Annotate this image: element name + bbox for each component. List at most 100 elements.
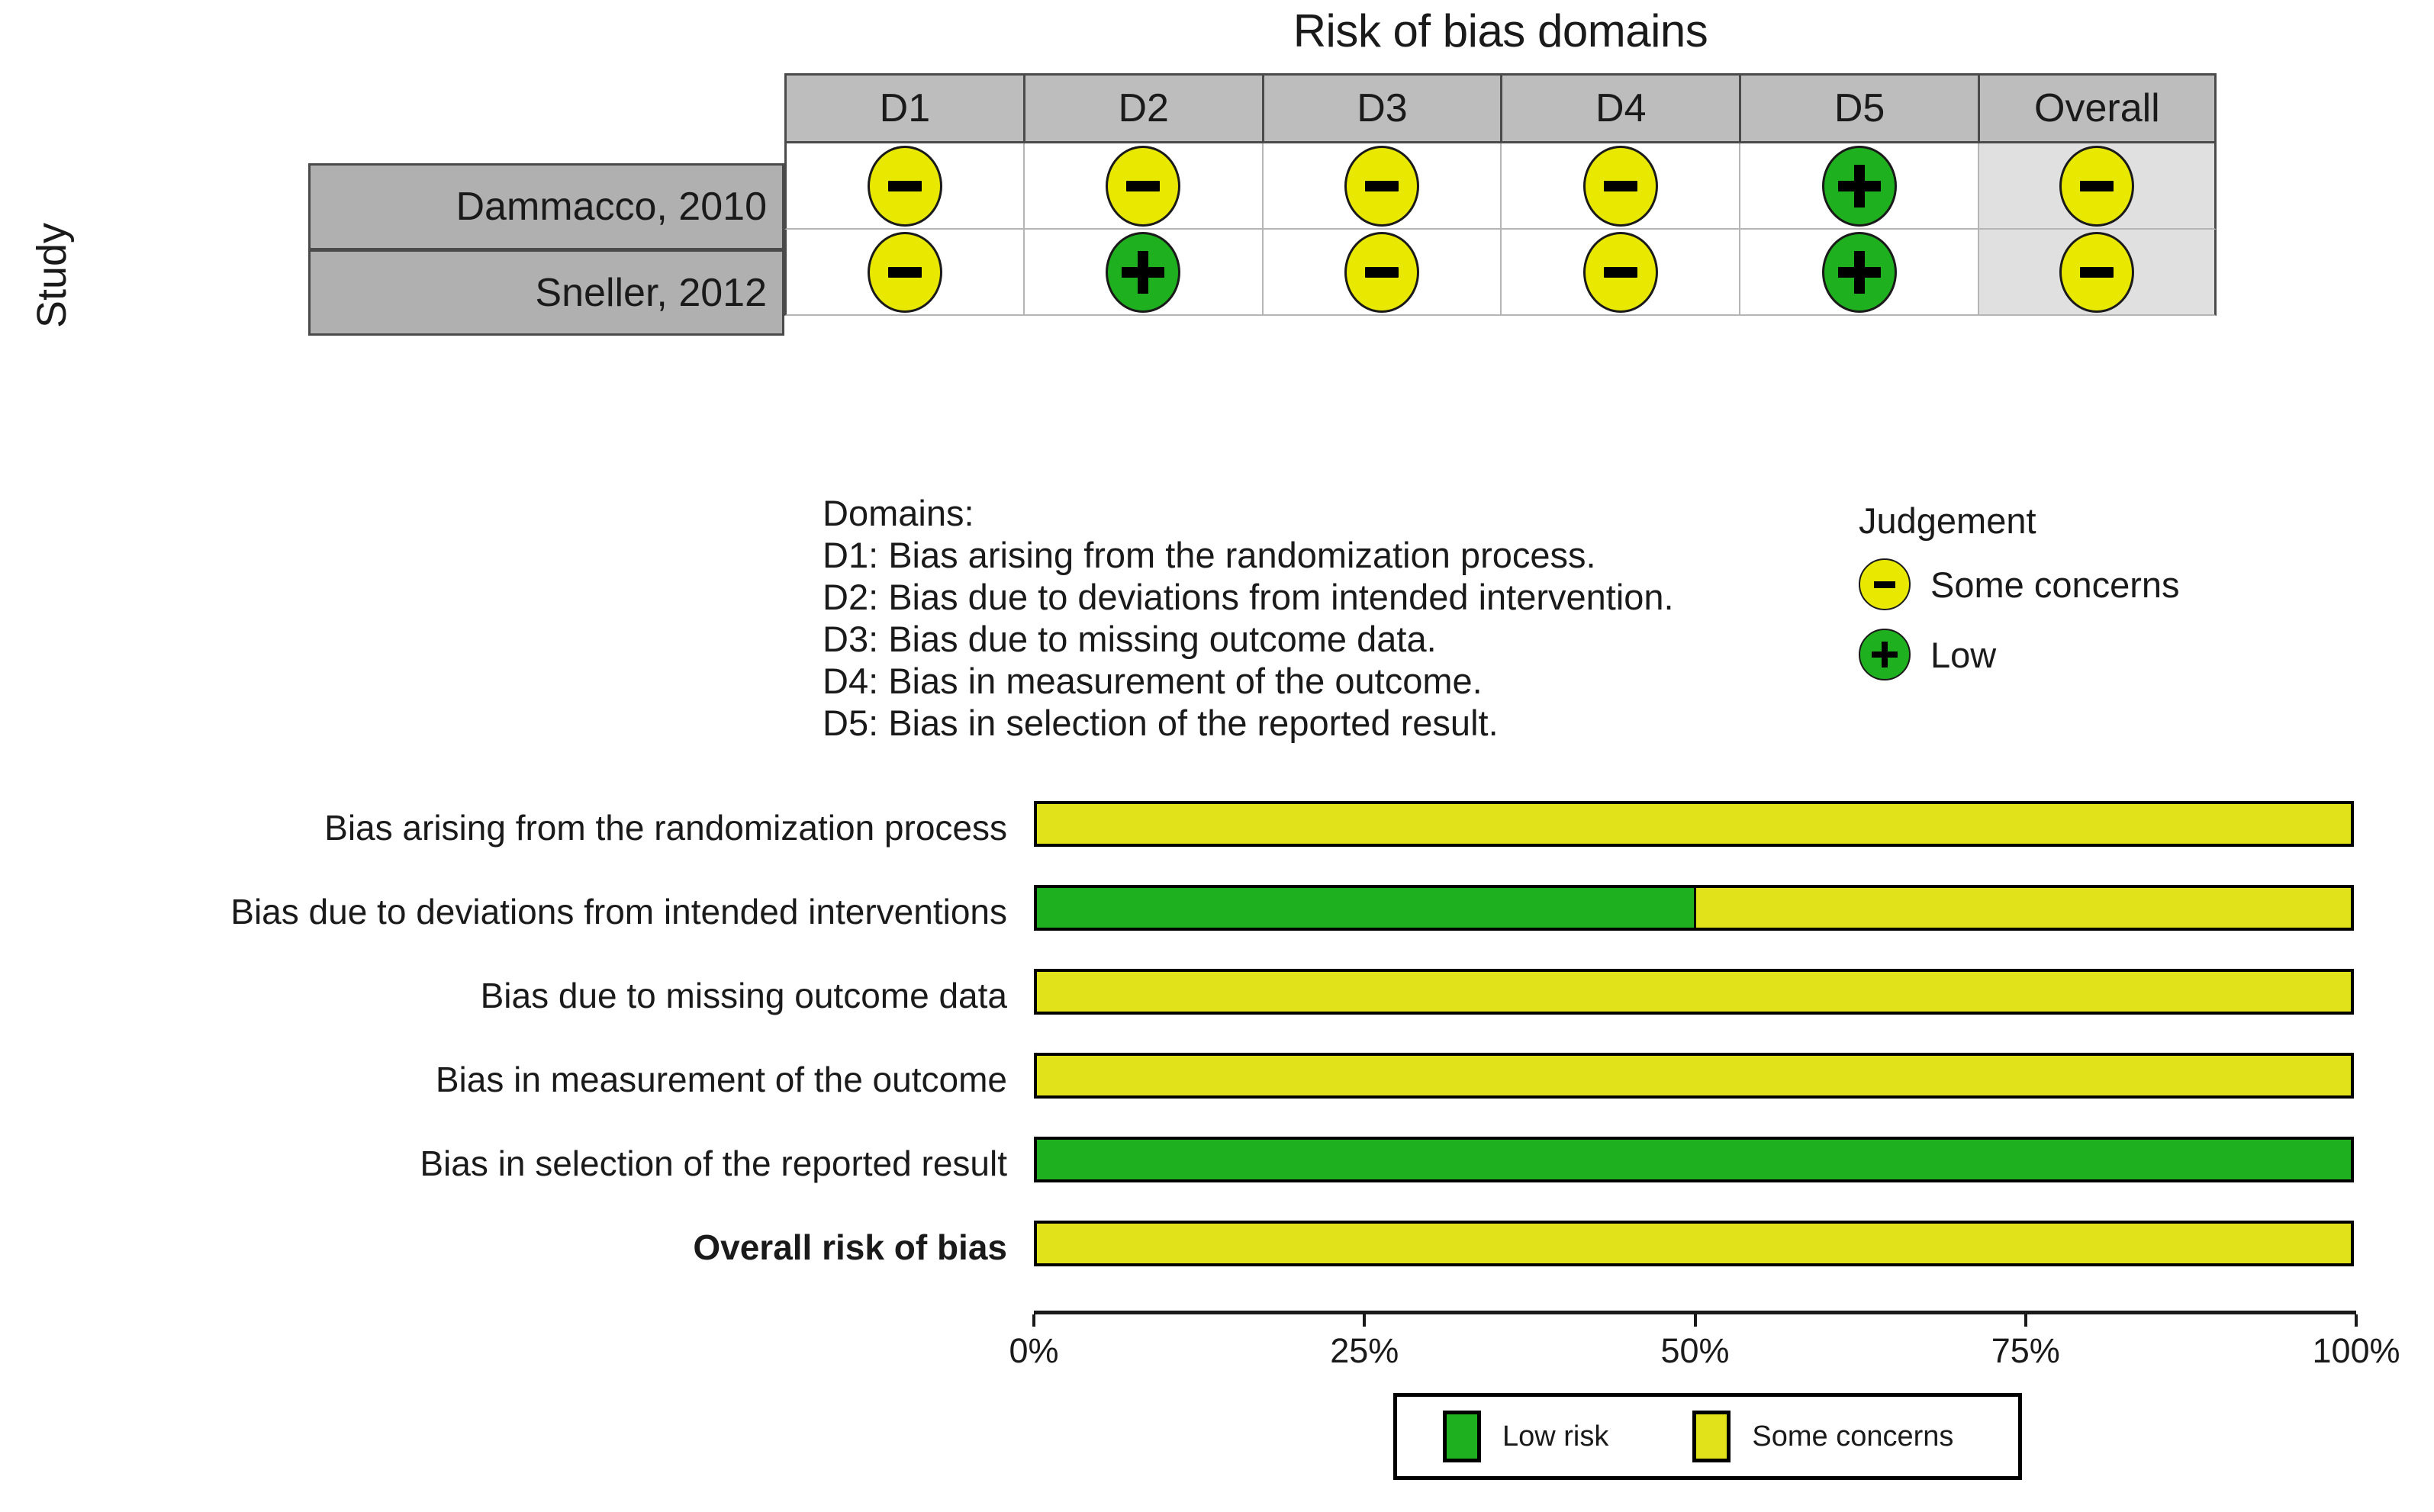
- study-axis-label: Study: [29, 222, 75, 329]
- stacked-bar: [1034, 1137, 2354, 1182]
- judgement-cell-d4: [1500, 230, 1740, 316]
- judgement-some-concerns-icon: [1344, 231, 1419, 313]
- judgement-some-concerns-icon: [867, 145, 942, 227]
- bar-segment: [1037, 1224, 2351, 1263]
- judgement-cell-overall: [1977, 143, 2217, 230]
- x-axis-tick: [1032, 1314, 1035, 1327]
- bar-segment: [1037, 1140, 2351, 1179]
- study-label: Dammacco, 2010: [308, 163, 784, 249]
- judgement-cell-d2: [1022, 143, 1262, 230]
- plus-icon: [1872, 642, 1898, 668]
- minus-icon: [1874, 581, 1895, 588]
- judgement-some-concerns-icon: [1582, 231, 1658, 313]
- bar-legend-swatch: [1443, 1411, 1481, 1462]
- bar-category-label: Bias due to deviations from intended int…: [230, 892, 1007, 931]
- judgement-cell-d1: [784, 143, 1023, 230]
- minus-icon: [1126, 180, 1161, 191]
- domain-key-line: D2: Bias due to deviations from intended…: [823, 577, 1674, 617]
- domain-key-line: D3: Bias due to missing outcome data.: [823, 619, 1437, 659]
- bar-legend-label: Low risk: [1502, 1420, 1609, 1452]
- study-label: Sneller, 2012: [308, 249, 784, 336]
- bar-category-label: Overall risk of bias: [693, 1227, 1007, 1267]
- x-axis-tick: [2355, 1314, 2358, 1327]
- bar-chart-legend: Low risk Some concerns: [1393, 1393, 2022, 1480]
- domain-key-line: D4: Bias in measurement of the outcome.: [823, 661, 1483, 701]
- judgement-some-concerns-icon: [2059, 145, 2134, 227]
- risk-of-bias-domains-title: Risk of bias domains: [1293, 5, 1708, 56]
- judgement-some-concerns-icon: [1344, 145, 1419, 227]
- bar-legend-label: Some concerns: [1752, 1420, 1954, 1452]
- x-axis-line: [1034, 1311, 2356, 1314]
- x-axis-tick-label: 100%: [2312, 1331, 2400, 1370]
- x-axis-tick: [2024, 1314, 2027, 1327]
- domain-key: Domains:D1: Bias arising from the random…: [823, 492, 1674, 744]
- bar-segment: [1037, 804, 2351, 844]
- judgement-low-icon: [1821, 231, 1897, 313]
- x-axis-tick-label: 75%: [1991, 1331, 2060, 1370]
- stacked-bar: [1034, 801, 2354, 847]
- bar-category-label: Bias due to missing outcome data: [480, 976, 1007, 1015]
- column-header-d3: D3: [1261, 73, 1501, 143]
- bar-segment: [1037, 1056, 2351, 1095]
- x-axis-tick-label: 25%: [1330, 1331, 1399, 1370]
- judgement-cell-d5: [1739, 230, 1978, 316]
- judgement-low-icon: [1859, 629, 1911, 680]
- judgement-legend-item: Some concerns: [1859, 558, 2180, 610]
- minus-icon: [1603, 266, 1637, 278]
- stacked-bar: [1034, 1053, 2354, 1099]
- bar-category-label: Bias in measurement of the outcome: [435, 1060, 1007, 1099]
- bar-category-label: Bias arising from the randomization proc…: [324, 808, 1007, 848]
- stacked-bar: [1034, 969, 2354, 1015]
- plus-icon: [1837, 250, 1881, 294]
- column-header-d1: D1: [784, 73, 1023, 143]
- traffic-light-row: [784, 143, 2217, 230]
- column-header-d5: D5: [1739, 73, 1978, 143]
- column-header-d4: D4: [1500, 73, 1740, 143]
- judgement-legend-label: Some concerns: [1930, 564, 2180, 605]
- judgement-legend-item: Low: [1859, 629, 2180, 680]
- summary-bar-chart: Bias arising from the randomization proc…: [0, 793, 2434, 1327]
- x-axis-tick-label: 50%: [1660, 1331, 1730, 1370]
- judgement-some-concerns-icon: [1859, 558, 1911, 610]
- x-axis-tick: [1693, 1314, 1697, 1327]
- bar-category-label: Bias in selection of the reported result: [420, 1144, 1007, 1183]
- domain-key-line: D5: Bias in selection of the reported re…: [823, 703, 1499, 743]
- judgement-cell-d4: [1500, 143, 1740, 230]
- traffic-light-row: [784, 230, 2217, 316]
- judgement-cell-overall: [1977, 230, 2217, 316]
- judgement-some-concerns-icon: [1106, 145, 1181, 227]
- bar-legend-item: Low risk: [1443, 1411, 1608, 1462]
- judgement-cell-d3: [1261, 230, 1501, 316]
- bar-segment: [1037, 972, 2351, 1012]
- judgement-legend-label: Low: [1930, 634, 1997, 675]
- judgement-low-icon: [1106, 231, 1181, 313]
- judgement-some-concerns-icon: [2059, 231, 2134, 313]
- minus-icon: [1364, 266, 1399, 278]
- minus-icon: [2079, 266, 2114, 278]
- column-header-overall: Overall: [1977, 73, 2217, 143]
- judgement-legend-title: Judgement: [1859, 500, 2036, 541]
- bar-legend-swatch: [1692, 1411, 1731, 1462]
- judgement-cell-d2: [1022, 230, 1262, 316]
- column-header-d2: D2: [1022, 73, 1262, 143]
- judgement-cell-d1: [784, 230, 1023, 316]
- x-axis-tick: [1363, 1314, 1367, 1327]
- judgement-low-icon: [1821, 145, 1897, 227]
- plus-icon: [1122, 250, 1165, 294]
- judgement-some-concerns-icon: [1582, 145, 1658, 227]
- minus-icon: [887, 266, 922, 278]
- judgement-cell-d5: [1739, 143, 1978, 230]
- judgement-cell-d3: [1261, 143, 1501, 230]
- domain-key-line: D1: Bias arising from the randomization …: [823, 535, 1596, 575]
- x-axis-tick-label: 0%: [1009, 1331, 1059, 1370]
- stacked-bar: [1034, 1221, 2354, 1266]
- minus-icon: [1603, 180, 1637, 191]
- judgement-some-concerns-icon: [867, 231, 942, 313]
- stacked-bar: [1034, 885, 2354, 931]
- minus-icon: [2079, 180, 2114, 191]
- minus-icon: [887, 180, 922, 191]
